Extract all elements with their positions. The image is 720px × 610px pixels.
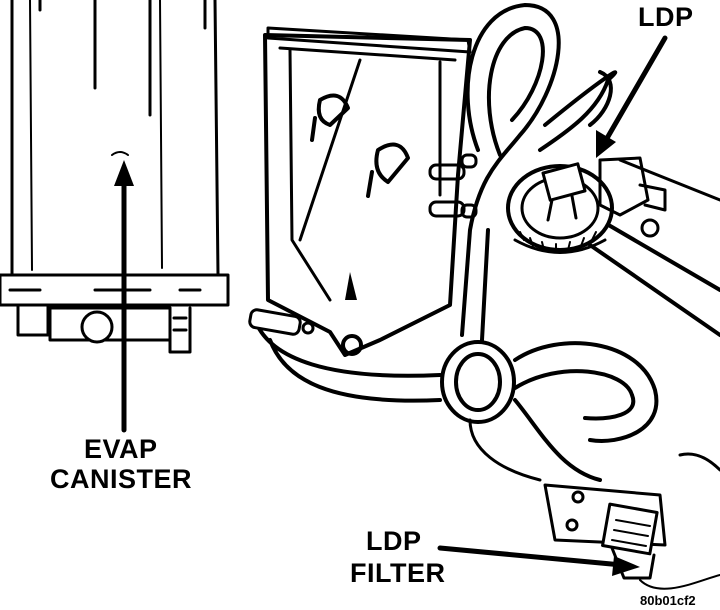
vapor-hoses [248,3,720,482]
evap-label-line2: CANISTER [50,464,193,494]
image-code: 80b01cf2 [640,593,696,608]
canister-arrow [114,160,134,433]
evap-canister [0,0,230,354]
ldp-pump [506,156,667,254]
ldp-label: LDP [638,2,694,32]
filter-arrow [437,545,640,576]
filter-label-line1: LDP [366,526,422,556]
filter-label-line2: FILTER [350,558,446,588]
evap-label-line1: EVAP [84,434,158,464]
ldp-arrow [596,35,668,158]
mounting-bracket [263,26,478,357]
